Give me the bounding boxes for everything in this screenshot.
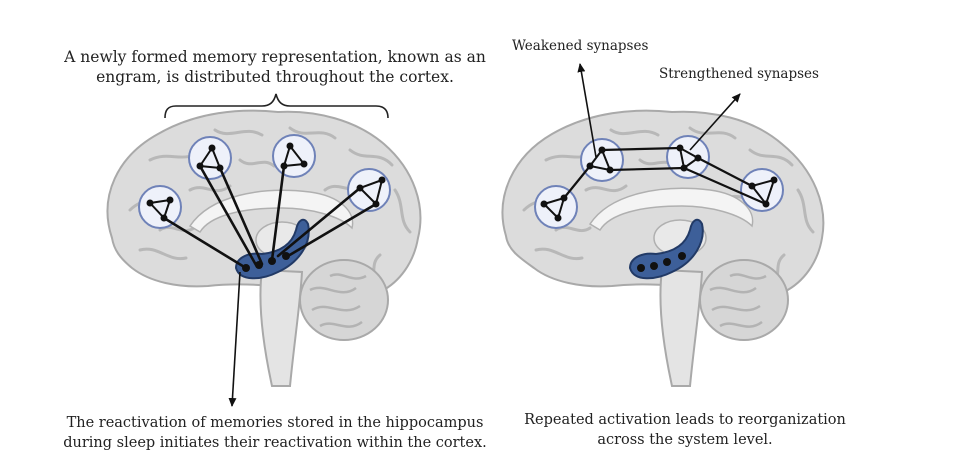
left-engram-circle-1 <box>138 185 182 229</box>
right-engram-nodes <box>540 144 778 222</box>
left-engram-nodes <box>146 142 386 222</box>
left-brainstem <box>259 268 304 387</box>
right-engram-triangles <box>542 146 776 220</box>
weakened-synapses-label: Weakened synapses <box>512 38 649 54</box>
left-cerebellum <box>299 259 389 341</box>
right-corpus-callosum <box>588 187 754 232</box>
left-engram-circle-2 <box>188 136 232 180</box>
left-engram-triangles <box>147 143 384 220</box>
reorganization-caption-line-1: Repeated activation leads to reorganizat… <box>524 412 846 428</box>
weakened-synapses-arrow <box>577 63 597 158</box>
left-brain <box>106 93 422 407</box>
right-engram-circle-4 <box>740 168 784 212</box>
left-hippocampus-nodes <box>242 252 290 272</box>
left-engram-circle-3 <box>272 134 316 178</box>
left-engram-circle-4 <box>347 168 391 212</box>
right-hippocampus <box>628 218 704 280</box>
right-engram-circle-3 <box>666 135 710 179</box>
engram-brace <box>164 93 389 119</box>
strengthened-synapses-arrow <box>689 93 741 151</box>
right-cerebellum <box>699 259 789 341</box>
reactivation-caption: The reactivation of memories stored in t… <box>60 413 490 453</box>
engram-caption: A newly formed memory representation, kn… <box>60 47 490 87</box>
right-brainstem <box>659 268 704 387</box>
strengthened-synapses-label: Strengthened synapses <box>659 66 819 82</box>
left-projection-lines <box>162 164 378 270</box>
right-engram-circle-2 <box>580 138 624 182</box>
right-engram-circle-1 <box>534 185 578 229</box>
reorganization-caption: Repeated activation leads to reorganizat… <box>520 410 850 450</box>
right-hippocampus-nodes <box>637 252 686 272</box>
reactivation-arrow <box>228 271 241 407</box>
right-brain <box>501 63 825 387</box>
engram-caption-line-2: engram, is distributed throughout the co… <box>96 68 454 86</box>
right-network-links <box>562 146 768 206</box>
reactivation-caption-line-1: The reactivation of memories stored in t… <box>66 415 484 431</box>
reorganization-caption-line-2: across the system level. <box>597 432 773 448</box>
reactivation-caption-line-2: during sleep initiates their reactivatio… <box>63 435 487 451</box>
engram-caption-line-1: A newly formed memory representation, kn… <box>64 48 486 66</box>
